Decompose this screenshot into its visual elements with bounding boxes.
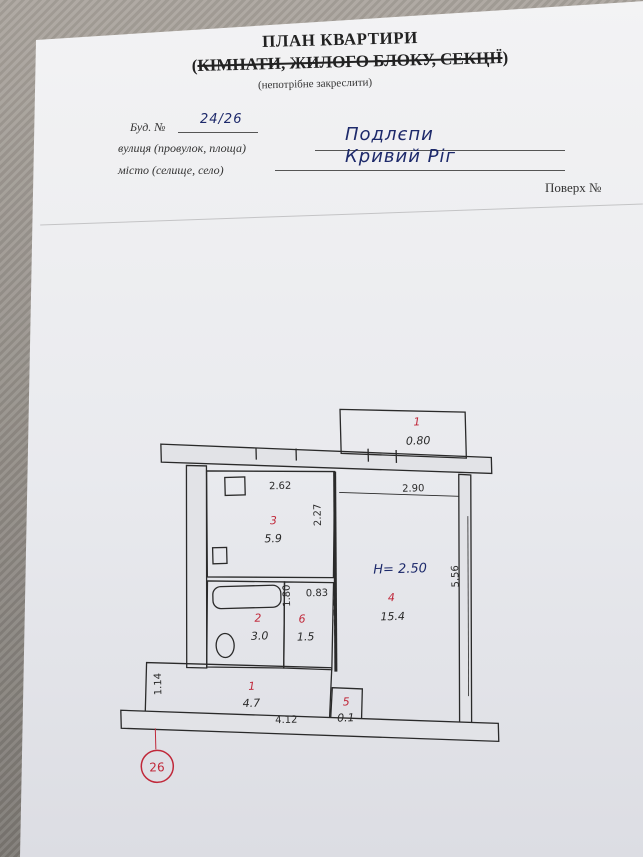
city-label: місто (селище, село) [118, 163, 224, 177]
stove [224, 476, 246, 497]
dim-bath-depth: 1.80 [282, 584, 294, 607]
building-label: Буд. № [130, 120, 166, 134]
floor-label: Поверх № [545, 180, 602, 195]
dimension-line-556 [467, 516, 469, 697]
dim-room-depth: 5.56 [450, 565, 462, 588]
bottom-wall [120, 709, 500, 743]
room-number: 6 [298, 612, 305, 625]
room-area: 3.0 [251, 629, 269, 642]
axis-marker [140, 749, 175, 784]
building-underline [178, 132, 258, 133]
room-area: 1.5 [297, 630, 315, 643]
dim-hall-depth: 1.14 [153, 673, 165, 696]
dim-small-gap: 0.83 [306, 588, 329, 600]
axis-marker-label: 26 [149, 760, 165, 774]
room-area: 0.80 [406, 434, 431, 448]
room-number: 4 [388, 591, 395, 604]
marker-leader [154, 728, 157, 750]
kitchen-outline [205, 470, 336, 579]
room-area: 15.4 [380, 610, 405, 624]
dim-kitchen-width: 2.62 [269, 481, 292, 493]
dimension-line-290 [339, 492, 460, 497]
bathtub [212, 584, 282, 610]
top-wall [160, 443, 493, 475]
street-label: вулиця (провулок, площа) [118, 141, 246, 155]
dim-balcony-width: 2.90 [402, 483, 425, 495]
dim-hall-width: 4.12 [275, 715, 298, 727]
balcony-outline [339, 408, 468, 459]
room-area: 4.7 [243, 697, 261, 710]
street-underline [315, 150, 565, 151]
room-number: 5 [343, 695, 350, 708]
left-wall [185, 464, 208, 669]
room-divider [333, 471, 338, 672]
balcony-door-marks [367, 448, 398, 463]
room-area: 0.1 [337, 711, 355, 724]
room-number: 1 [248, 680, 255, 693]
toilet [215, 632, 235, 659]
ceiling-height: H= 2.50 [373, 561, 427, 577]
room-number: 3 [270, 514, 277, 527]
room-area: 5.9 [264, 532, 282, 545]
bathroom-outline [206, 580, 286, 669]
room-door [333, 589, 336, 650]
city-value: Кривий Ріг [345, 146, 456, 167]
building-value: 24/26 [200, 112, 243, 127]
kitchen-sink [211, 546, 228, 565]
right-wall [458, 473, 473, 739]
window-marks [255, 447, 297, 461]
dim-kitchen-depth: 2.27 [312, 504, 324, 527]
room-number: 1 [413, 415, 420, 428]
city-underline [275, 170, 565, 171]
street-value: Подлєпи [345, 124, 434, 145]
room-number: 2 [254, 612, 261, 625]
